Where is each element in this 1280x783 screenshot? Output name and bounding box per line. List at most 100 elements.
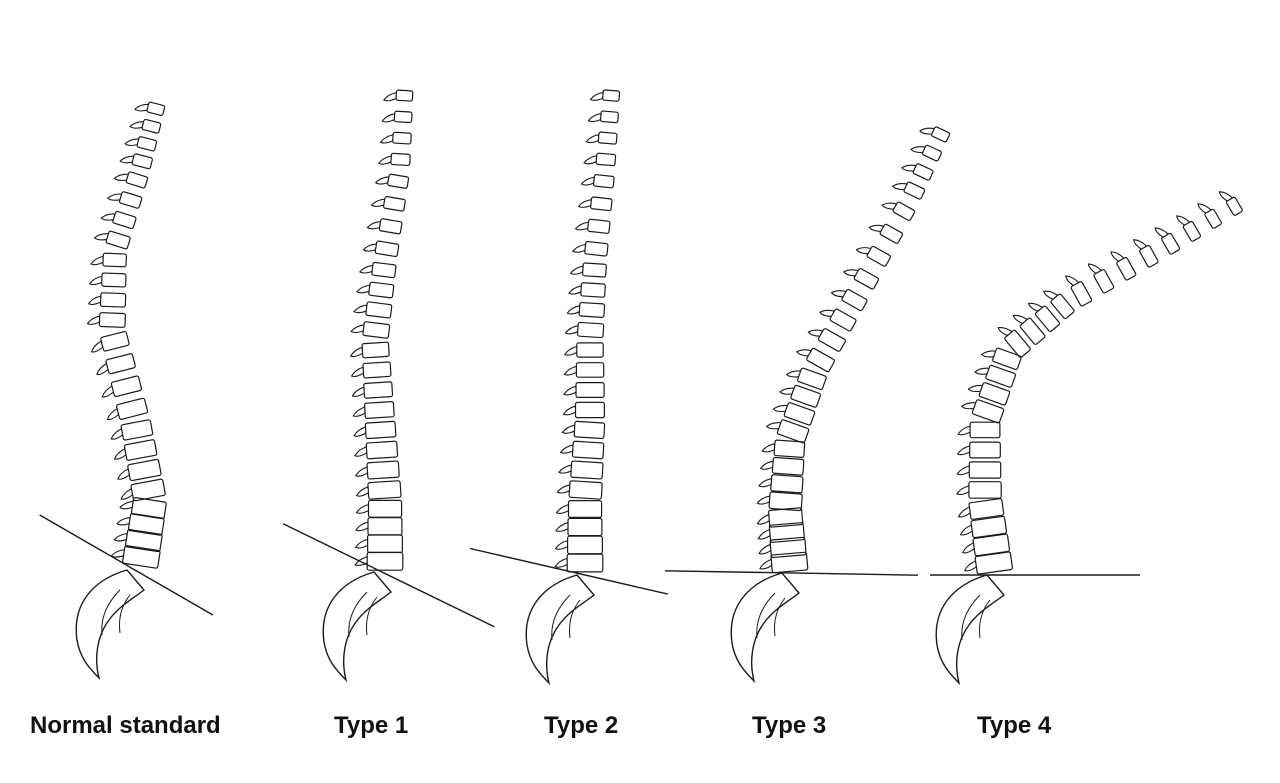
vertebra bbox=[101, 375, 143, 398]
vertebral-body bbox=[395, 89, 414, 102]
vertebra bbox=[974, 364, 1017, 388]
spinous-process bbox=[370, 198, 385, 207]
vertebral-body bbox=[1004, 329, 1031, 358]
vertebral-body bbox=[599, 110, 619, 124]
vertebral-body bbox=[146, 101, 166, 116]
vertebral-body bbox=[362, 361, 392, 379]
vertebral-body bbox=[592, 174, 615, 189]
vertebra bbox=[1043, 290, 1075, 320]
vertebral-body bbox=[127, 513, 165, 536]
spinous-process bbox=[772, 404, 788, 413]
vertebra bbox=[355, 499, 403, 518]
sacral-detail bbox=[101, 589, 131, 636]
spinous-process bbox=[134, 103, 149, 112]
vertebra bbox=[967, 382, 1011, 406]
spinous-process bbox=[795, 349, 812, 357]
spinous-process bbox=[568, 285, 582, 295]
spinous-process bbox=[562, 405, 576, 416]
vertebral-body bbox=[387, 173, 410, 189]
vertebra bbox=[120, 478, 166, 502]
vertebra bbox=[583, 152, 617, 167]
spinous-process bbox=[564, 325, 579, 335]
vertebral-body bbox=[931, 126, 951, 143]
spinous-process bbox=[554, 540, 568, 550]
spinous-process bbox=[758, 544, 772, 555]
spinous-process bbox=[119, 500, 134, 510]
spinous-process bbox=[963, 560, 977, 572]
spinous-process bbox=[756, 495, 770, 505]
spinous-process bbox=[577, 199, 592, 208]
vertebral-body bbox=[992, 347, 1022, 370]
vertebral-body bbox=[974, 551, 1013, 575]
spinous-process bbox=[559, 444, 574, 454]
vertebra bbox=[378, 152, 411, 167]
spinous-process bbox=[90, 255, 104, 266]
vertebra bbox=[554, 553, 604, 573]
vertebral-body bbox=[853, 268, 880, 290]
spine-type-2 bbox=[469, 89, 668, 686]
vertebral-body bbox=[105, 230, 131, 250]
vertebra bbox=[1065, 275, 1093, 307]
sacral-slope-line bbox=[469, 547, 668, 595]
vertebral-body bbox=[590, 196, 613, 212]
spinous-process bbox=[383, 92, 397, 102]
spinous-process bbox=[561, 424, 575, 434]
spinous-process bbox=[556, 484, 570, 494]
spinous-process bbox=[101, 385, 114, 398]
spinous-process bbox=[1065, 275, 1080, 286]
vertebral-body bbox=[1204, 208, 1222, 229]
vertebra bbox=[758, 474, 804, 494]
spinous-process bbox=[110, 428, 123, 440]
spinous-process bbox=[379, 134, 394, 144]
vertebral-body bbox=[575, 362, 605, 378]
spinous-process bbox=[830, 290, 847, 298]
spinous-process bbox=[355, 504, 369, 514]
vertebra bbox=[558, 460, 604, 480]
vertebral-body bbox=[968, 498, 1005, 520]
spinous-process bbox=[113, 448, 127, 460]
vertebral-body bbox=[770, 474, 804, 494]
vertebra bbox=[779, 384, 822, 408]
vertebral-body bbox=[571, 440, 605, 460]
spinous-process bbox=[587, 113, 602, 123]
spinous-process bbox=[554, 557, 568, 568]
spinous-process bbox=[558, 464, 572, 474]
vertebra bbox=[86, 312, 126, 328]
spinous-process bbox=[779, 387, 795, 395]
vertebral-body bbox=[580, 282, 606, 298]
vertebral-body bbox=[110, 375, 143, 398]
vertebra bbox=[761, 439, 806, 459]
vertebra bbox=[759, 456, 805, 476]
vertebra bbox=[113, 528, 163, 553]
vertebra bbox=[93, 230, 131, 250]
vertebra bbox=[87, 292, 127, 308]
vertebral-body bbox=[783, 402, 816, 426]
vertebral-body bbox=[101, 272, 127, 288]
vertebra bbox=[807, 328, 846, 352]
vertebra bbox=[577, 196, 613, 212]
vertebra bbox=[106, 191, 143, 209]
spinous-process bbox=[881, 202, 897, 210]
vertebral-body bbox=[374, 240, 400, 258]
vertebra bbox=[891, 181, 926, 200]
spinous-process bbox=[106, 408, 119, 421]
vertebral-body bbox=[597, 131, 618, 145]
vertebra bbox=[569, 262, 607, 278]
spine-normal-standard bbox=[39, 101, 214, 681]
spinous-process bbox=[381, 113, 395, 123]
spinous-process bbox=[580, 176, 595, 186]
vertebral-body bbox=[570, 460, 604, 480]
sacral-slope-line bbox=[664, 570, 919, 576]
vertebral-body bbox=[584, 240, 609, 257]
sacrum bbox=[322, 571, 393, 683]
vertebral-body bbox=[125, 171, 149, 189]
vertebral-body bbox=[116, 397, 149, 420]
vertebra bbox=[772, 402, 816, 426]
vertebral-body bbox=[566, 553, 604, 573]
spinous-process bbox=[88, 275, 103, 286]
spinous-process bbox=[967, 384, 983, 393]
vertebral-body bbox=[122, 545, 161, 569]
spinous-process bbox=[555, 504, 569, 515]
vertebral-body bbox=[102, 252, 127, 268]
vertebra bbox=[556, 480, 603, 500]
